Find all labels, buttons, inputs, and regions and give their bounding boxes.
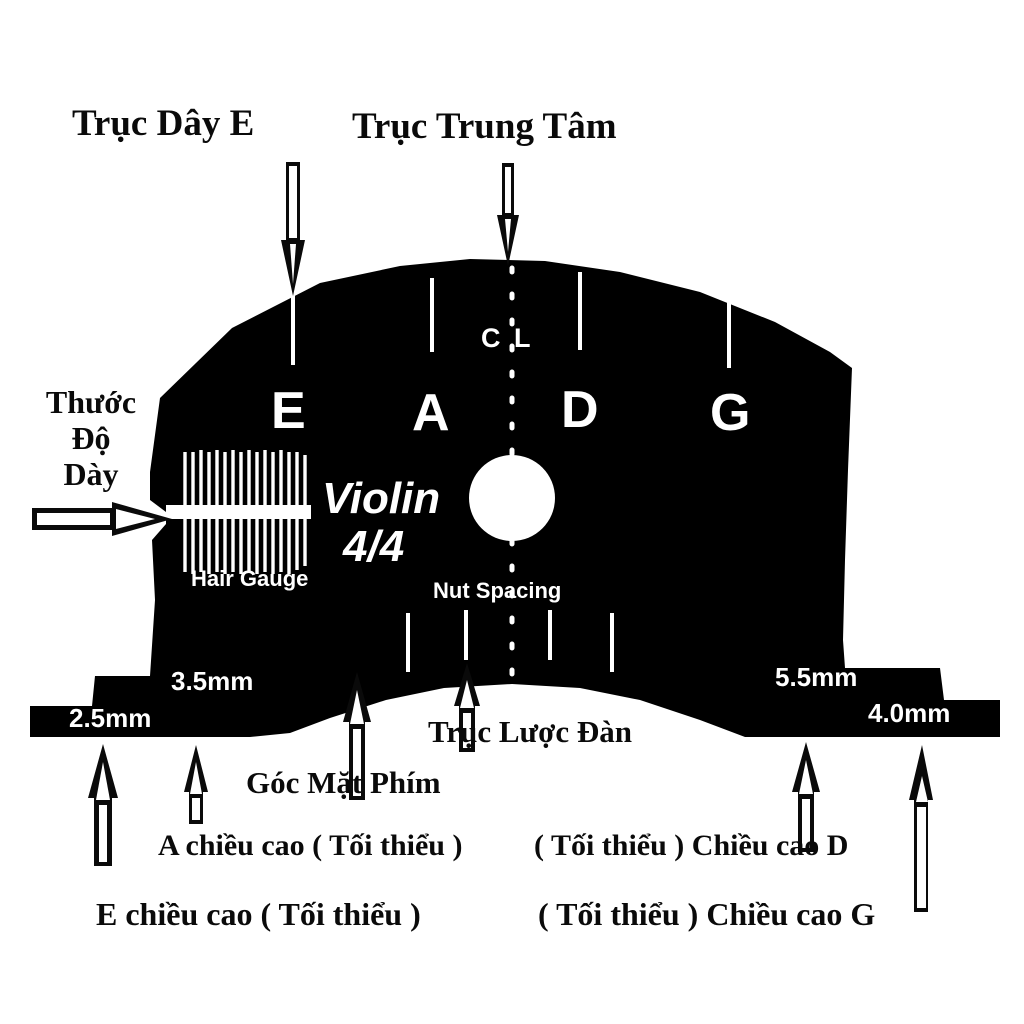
hair-gauge-comb (166, 450, 311, 574)
label-thuoc-do-day-line1: Thước (45, 384, 137, 420)
label-a-chieu-cao: A chiều cao ( Tối thiểu ) (158, 829, 463, 862)
measurement-4-0mm: 4.0mm (868, 698, 951, 728)
label-thuoc-do-day-line2: Độ (71, 419, 111, 456)
arrow-g-height-icon (909, 745, 933, 912)
label-truc-trung-tam: Trục Trung Tâm (352, 106, 617, 147)
brand-label-violin: Violin (322, 474, 441, 523)
string-tick-marks (291, 272, 731, 368)
centerline-label: C L (481, 323, 534, 353)
label-truc-day-e: Trục Dây E (72, 103, 255, 144)
label-goc-mat-phim: Góc Mặt Phím (246, 765, 441, 800)
label-thuoc-do-day: Thước Độ Dày (16, 384, 166, 492)
nut-spacing-label: Nut Spacing (433, 578, 562, 603)
arrow-truc-luoc-dan-icon (454, 663, 480, 752)
arrow-d-height-icon (792, 742, 820, 852)
brand-label-size: 4/4 (343, 522, 405, 571)
string-label-g: G (710, 384, 752, 442)
label-chieu-cao-d: ( Tối thiểu ) Chiều cao D (534, 829, 849, 862)
arrow-truc-trung-tam-icon (497, 163, 519, 266)
label-chieu-cao-g: ( Tối thiểu ) Chiều cao G (538, 896, 876, 932)
arrow-a-height-icon (184, 745, 208, 824)
nut-spacing-tick-marks (406, 610, 614, 672)
measurement-2-5mm: 2.5mm (69, 703, 152, 733)
label-e-chieu-cao: E chiều cao ( Tối thiểu ) (96, 896, 421, 932)
arrow-truc-day-e-icon (281, 162, 305, 296)
bottom-arch-cutout (340, 686, 690, 760)
arrow-e-height-icon (88, 744, 118, 866)
hair-gauge-label: Hair Gauge (191, 566, 309, 591)
label-truc-luoc-dan: Trục Lược Đàn (428, 714, 632, 749)
string-label-d: D (561, 381, 600, 439)
arrow-goc-mat-phim-icon (343, 672, 371, 800)
arrow-thuoc-do-day-icon (32, 502, 172, 536)
string-label-a: A (412, 384, 451, 442)
center-hole (469, 455, 555, 541)
measurement-3-5mm: 3.5mm (171, 666, 254, 696)
measurement-5-5mm: 5.5mm (775, 662, 858, 692)
label-thuoc-do-day-line3: Dày (63, 455, 119, 492)
string-label-e: E (271, 382, 307, 440)
